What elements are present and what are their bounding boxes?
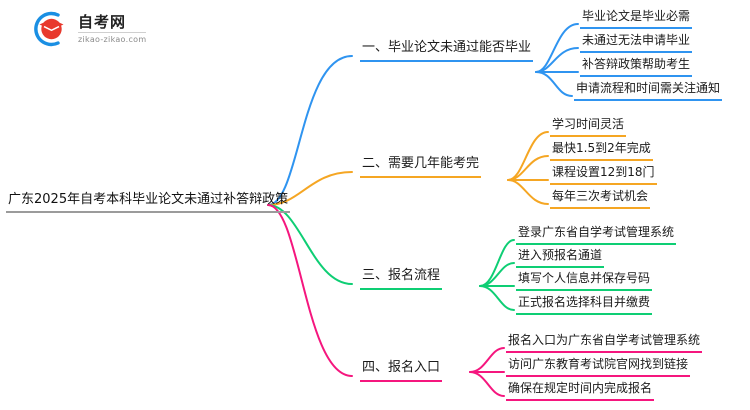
site-logo[interactable]: 自考网 zikao-zikao.com (28, 8, 147, 50)
mindmap-branch-2[interactable]: 二、需要几年能考完 (360, 156, 482, 178)
mindmap-leaf-2-3[interactable]: 课程设置12到18门 (550, 165, 657, 185)
mindmap-leaf-1-3[interactable]: 补答辩政策帮助考生 (580, 57, 693, 77)
mindmap-leaf-3-1[interactable]: 登录广东省自学考试管理系统 (516, 225, 677, 245)
mindmap-branch-4[interactable]: 四、报名入口 (360, 360, 443, 382)
mindmap-root-node[interactable]: 广东2025年自考本科毕业论文未通过补答辩政策 (6, 192, 291, 213)
mindmap-branch-1[interactable]: 一、毕业论文未通过能否毕业 (360, 40, 534, 62)
mindmap-leaf-3-4[interactable]: 正式报名选择科目并缴费 (516, 295, 653, 315)
mindmap-leaf-3-3[interactable]: 填写个人信息并保存号码 (516, 271, 653, 291)
mindmap-leaf-4-2[interactable]: 访问广东教育考试院官网找到链接 (506, 357, 691, 377)
mindmap-leaf-1-4[interactable]: 申请流程和时间需关注通知 (574, 81, 723, 101)
mindmap-leaf-4-3[interactable]: 确保在规定时间内完成报名 (506, 381, 655, 401)
mindmap-leaf-3-2[interactable]: 进入预报名通道 (516, 248, 605, 268)
mindmap-leaf-1-2[interactable]: 未通过无法申请毕业 (580, 33, 693, 53)
mindmap-leaf-1-1[interactable]: 毕业论文是毕业必需 (580, 9, 693, 29)
mindmap-leaf-4-1[interactable]: 报名入口为广东省自学考试管理系统 (506, 333, 703, 353)
mindmap-branch-3[interactable]: 三、报名流程 (360, 268, 443, 290)
logo-domain: zikao-zikao.com (78, 34, 147, 44)
logo-title: 自考网 (78, 14, 147, 33)
logo-text: 自考网 zikao-zikao.com (78, 14, 147, 44)
mindmap-leaf-2-1[interactable]: 学习时间灵活 (550, 117, 627, 137)
graduation-cap-circle-logo-icon (28, 8, 70, 50)
mindmap-leaf-2-2[interactable]: 最快1.5到2年完成 (550, 141, 653, 161)
mindmap-leaf-2-4[interactable]: 每年三次考试机会 (550, 189, 651, 209)
